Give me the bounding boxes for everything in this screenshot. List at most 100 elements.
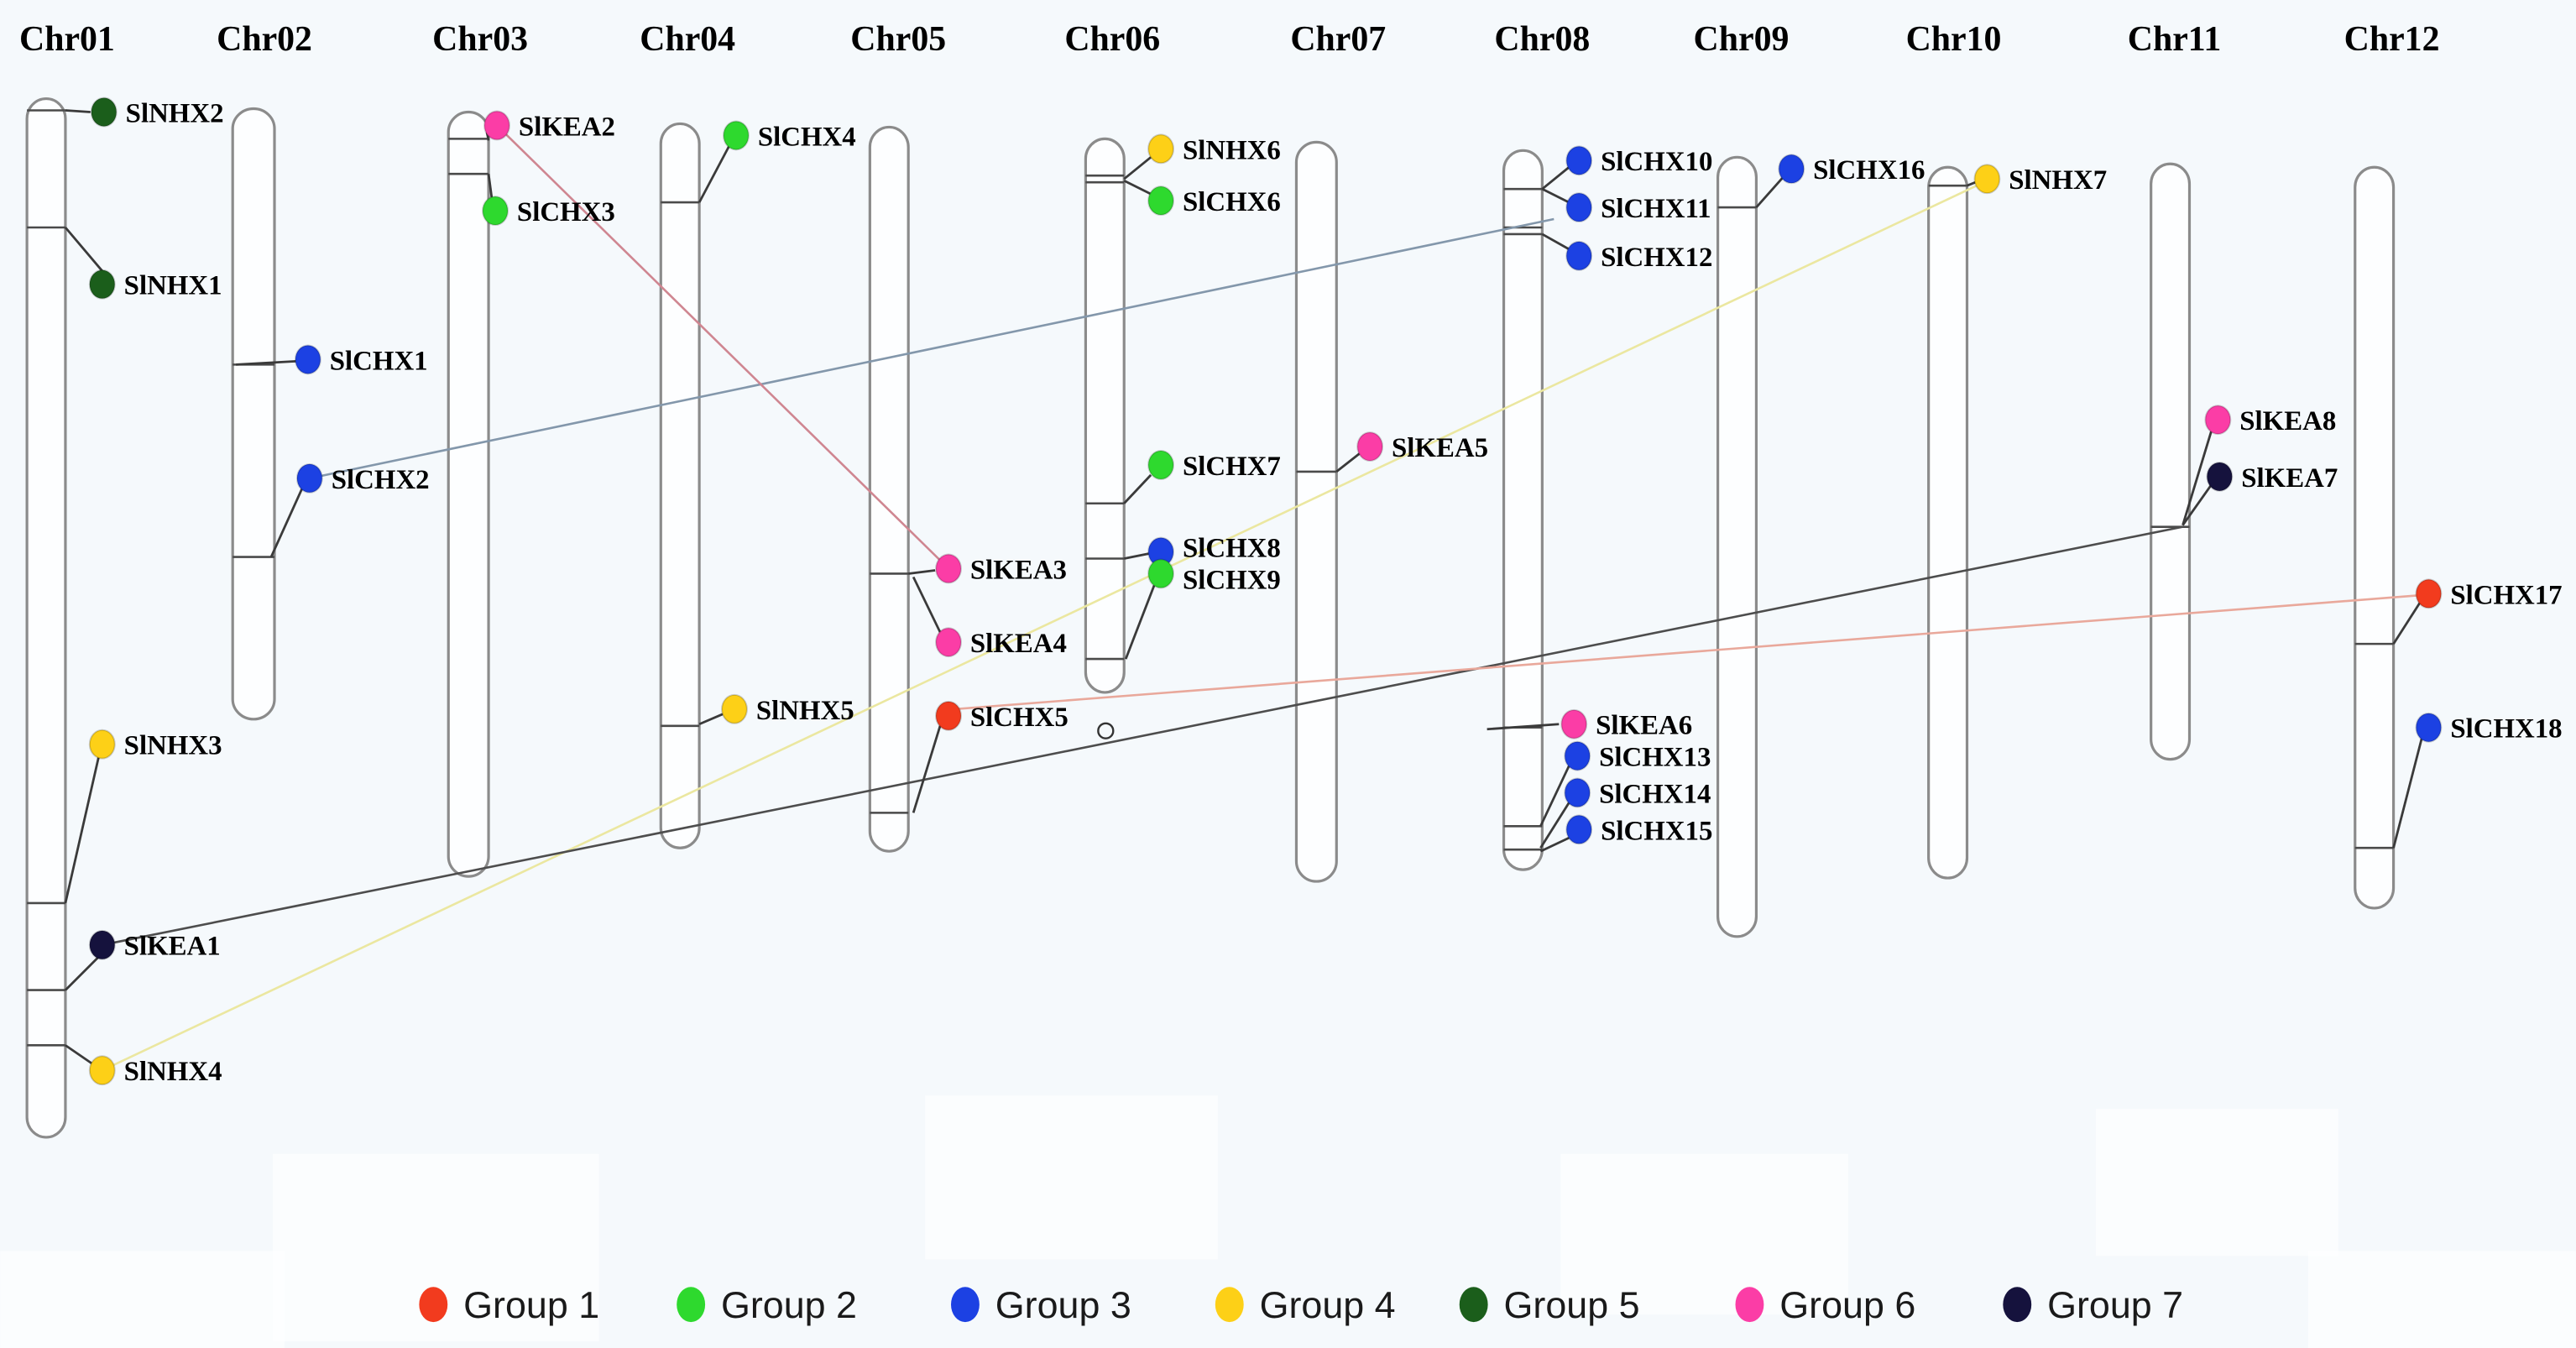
gene-label-SlCHX10: SlCHX10 bbox=[1601, 147, 1712, 177]
chromosome-bar-Chr04 bbox=[659, 122, 701, 849]
gene-dot-SlCHX9 bbox=[1147, 558, 1175, 589]
gene-dot-SlCHX5 bbox=[935, 700, 962, 731]
legend-dot-icon bbox=[677, 1287, 706, 1323]
gene-dot-SlCHX11 bbox=[1565, 192, 1593, 223]
gene-connector-SlNHX5 bbox=[698, 713, 724, 726]
duplication-link-SlCHX2-SlCHX11 bbox=[309, 217, 1554, 480]
background-patches-layer bbox=[0, 1095, 2576, 1348]
chromosome-bar-Chr07 bbox=[1294, 140, 1338, 883]
chromosome-bar-Chr11 bbox=[2150, 162, 2192, 761]
gene-dot-SlCHX12 bbox=[1565, 240, 1593, 271]
gene-dot-SlKEA1 bbox=[88, 929, 116, 960]
gene-label-SlCHX3: SlCHX3 bbox=[517, 197, 615, 227]
gene-dot-SlCHX6 bbox=[1147, 185, 1175, 217]
legend-item-group-1: Group 1 bbox=[419, 1283, 599, 1326]
gene-dot-SlNHX3 bbox=[88, 729, 116, 760]
gene-dot-SlKEA4 bbox=[935, 627, 962, 658]
chromosome-bar-Chr08 bbox=[1502, 149, 1544, 871]
gene-label-SlCHX11: SlCHX11 bbox=[1601, 194, 1711, 224]
legend-item-group-6: Group 6 bbox=[1735, 1283, 1915, 1326]
background-patch bbox=[925, 1095, 1218, 1260]
gene-label-SlKEA8: SlKEA8 bbox=[2239, 406, 2336, 436]
gene-label-SlKEA4: SlKEA4 bbox=[970, 629, 1067, 659]
gene-dot-SlCHX14 bbox=[1564, 777, 1591, 808]
gene-connector-SlCHX17 bbox=[2392, 601, 2422, 645]
gene-connector-SlCHX2 bbox=[269, 486, 305, 558]
gene-connector-SlCHX15 bbox=[1539, 837, 1570, 853]
gene-label-SlNHX1: SlNHX1 bbox=[124, 271, 222, 301]
legend-item-group-7: Group 7 bbox=[2003, 1283, 2183, 1326]
gene-label-SlKEA7: SlKEA7 bbox=[2241, 463, 2338, 494]
gene-dot-SlCHX2 bbox=[295, 462, 323, 494]
duplication-link-SlKEA2-SlKEA3 bbox=[496, 124, 943, 563]
gene-dot-SlNHX4 bbox=[88, 1055, 116, 1086]
link-small-circle-decoration bbox=[1097, 722, 1115, 739]
gene-dot-SlCHX17 bbox=[2415, 578, 2443, 609]
legend-item-group-3: Group 3 bbox=[951, 1283, 1131, 1326]
chromosome-Chr11 bbox=[2150, 162, 2192, 761]
gene-connector-SlNHX4 bbox=[65, 1044, 93, 1065]
gene-connector-SlCHX18 bbox=[2392, 737, 2423, 849]
chromosome-title-Chr07: Chr07 bbox=[1290, 20, 1386, 59]
chromosome-title-Chr05: Chr05 bbox=[850, 20, 946, 59]
legend-item-group-4: Group 4 bbox=[1215, 1283, 1396, 1326]
chromosome-Chr07 bbox=[1294, 140, 1338, 883]
gene-label-SlKEA3: SlKEA3 bbox=[970, 555, 1067, 585]
chromosome-title-Chr03: Chr03 bbox=[432, 20, 528, 59]
gene-label-SlKEA2: SlKEA2 bbox=[519, 112, 615, 142]
chromosome-title-Chr01: Chr01 bbox=[19, 20, 115, 59]
gene-connector-SlKEA6 bbox=[1487, 723, 1560, 731]
chromosome-title-Chr08: Chr08 bbox=[1494, 20, 1590, 59]
legend-label: Group 4 bbox=[1260, 1283, 1396, 1326]
chromosome-Chr12 bbox=[2354, 165, 2396, 910]
background-patch bbox=[0, 1251, 285, 1348]
gene-label-SlCHX6: SlCHX6 bbox=[1183, 187, 1281, 217]
gene-dot-SlCHX13 bbox=[1564, 740, 1591, 771]
gene-connector-SlCHX11 bbox=[1541, 187, 1570, 204]
gene-dot-SlKEA6 bbox=[1560, 708, 1588, 739]
background-patch bbox=[2307, 1251, 2576, 1348]
gene-connector-SlCHX8 bbox=[1123, 552, 1150, 560]
gene-dot-SlCHX18 bbox=[2415, 712, 2443, 743]
chromosome-bar-Chr02 bbox=[231, 107, 276, 721]
gene-dot-SlCHX7 bbox=[1147, 449, 1175, 480]
gene-label-SlCHX14: SlCHX14 bbox=[1599, 779, 1711, 809]
chromosome-title-Chr11: Chr11 bbox=[2128, 20, 2222, 59]
gene-label-SlNHX4: SlNHX4 bbox=[124, 1057, 222, 1087]
gene-dot-SlNHX6 bbox=[1147, 133, 1175, 165]
gene-connector-SlCHX6 bbox=[1123, 179, 1152, 196]
gene-connector-SlNHX7 bbox=[1966, 180, 1976, 187]
gene-connector-SlNHX6 bbox=[1123, 156, 1152, 180]
gene-label-SlCHX17: SlCHX17 bbox=[2450, 580, 2562, 610]
chromosome-Chr02 bbox=[231, 107, 276, 721]
gene-label-SlKEA6: SlKEA6 bbox=[1596, 711, 1692, 741]
chromosome-Chr08 bbox=[1502, 149, 1544, 871]
gene-connector-SlCHX7 bbox=[1123, 473, 1152, 504]
gene-connector-SlCHX14 bbox=[1539, 802, 1570, 849]
gene-dot-SlKEA2 bbox=[483, 110, 510, 141]
gene-label-SlCHX1: SlCHX1 bbox=[330, 346, 428, 376]
chromosome-bar-Chr12 bbox=[2354, 165, 2396, 910]
gene-connector-SlCHX9 bbox=[1124, 584, 1156, 660]
chromosome-bar-Chr09 bbox=[1716, 155, 1758, 938]
gene-dot-SlCHX16 bbox=[1778, 154, 1805, 185]
gene-label-SlCHX8: SlCHX8 bbox=[1183, 534, 1281, 564]
gene-dot-SlNHX2 bbox=[90, 97, 118, 128]
gene-connector-SlNHX2 bbox=[65, 109, 91, 113]
gene-label-SlCHX2: SlCHX2 bbox=[332, 465, 430, 495]
gene-dot-SlNHX1 bbox=[88, 269, 116, 300]
gene-connector-SlKEA8 bbox=[2182, 431, 2213, 526]
gene-label-SlCHX13: SlCHX13 bbox=[1599, 743, 1711, 773]
gene-dots-layer: SlNHX2SlNHX1SlNHX3SlKEA1SlNHX4SlCHX1SlCH… bbox=[88, 97, 2563, 1087]
chromosome-Chr09 bbox=[1716, 155, 1758, 938]
chromosome-bar-Chr06 bbox=[1084, 137, 1126, 694]
chromosome-title-Chr09: Chr09 bbox=[1694, 20, 1790, 59]
gene-connector-SlCHX12 bbox=[1541, 233, 1570, 251]
chromosome-bar-Chr05 bbox=[868, 125, 910, 853]
background-patch bbox=[1560, 1153, 1849, 1315]
gene-connector-SlCHX10 bbox=[1541, 166, 1570, 191]
gene-dot-SlCHX4 bbox=[723, 120, 750, 151]
